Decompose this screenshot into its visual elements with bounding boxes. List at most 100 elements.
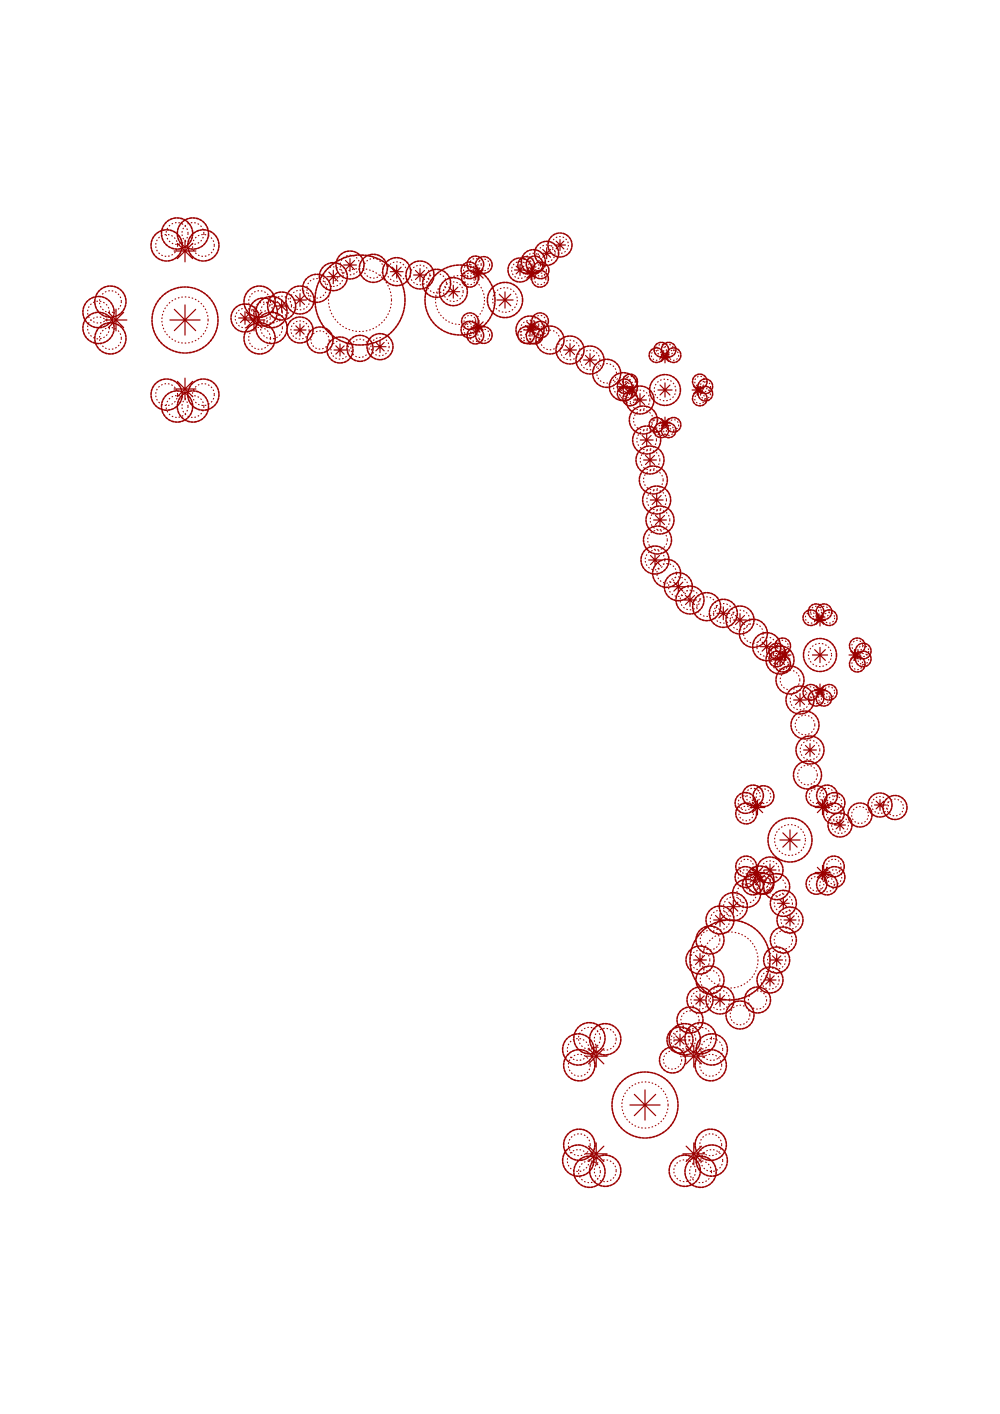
loop-ring-inner xyxy=(98,326,122,350)
loop-ring-inner xyxy=(773,893,793,913)
loop-ring xyxy=(685,945,715,975)
loop-ring-inner xyxy=(700,1037,724,1061)
loop-ring-inner xyxy=(155,383,179,407)
loop-ring-inner xyxy=(492,287,518,313)
star-burst xyxy=(472,319,486,333)
loop-ring xyxy=(741,784,765,807)
loop-ring-inner xyxy=(851,658,864,671)
loop-ring-inner xyxy=(165,395,189,418)
star-burst xyxy=(683,593,697,607)
loop-ring xyxy=(460,320,479,339)
loop-ring-inner xyxy=(689,1160,713,1184)
loop-ring-inner xyxy=(248,326,272,350)
star-burst xyxy=(659,352,671,364)
loop-ring-inner xyxy=(596,362,618,384)
star-burst xyxy=(496,291,514,309)
loop-ring-inner xyxy=(646,489,668,511)
star-burst xyxy=(389,264,404,279)
loop-ring xyxy=(756,966,784,994)
loop-ring xyxy=(335,250,365,280)
loop-ring-inner xyxy=(260,300,283,324)
star-burst xyxy=(627,384,639,396)
star-burst xyxy=(173,239,197,263)
loop-ring xyxy=(691,390,708,407)
loop-ring xyxy=(769,889,798,918)
loop-ring xyxy=(648,416,665,433)
loop-ring xyxy=(675,585,705,615)
loop-ring-inner xyxy=(533,272,547,286)
star-burst xyxy=(104,308,128,332)
star-burst xyxy=(584,1044,608,1068)
loop-ring-inner xyxy=(794,714,816,736)
loop-ring xyxy=(486,281,524,319)
star-burst xyxy=(563,343,577,357)
star-burst xyxy=(333,343,347,357)
loop-ring-inner xyxy=(667,419,680,431)
star-burst xyxy=(373,340,387,354)
loop-ring-inner xyxy=(807,642,833,668)
loop-ring-inner xyxy=(629,389,651,411)
loop-ring xyxy=(820,609,838,627)
loop-ring xyxy=(346,334,374,363)
loop-ring-inner xyxy=(826,869,843,885)
loop-ring xyxy=(795,735,825,765)
loop-ring xyxy=(366,332,394,361)
loop-ring xyxy=(666,1026,694,1054)
loop-ring-inner xyxy=(477,328,491,342)
loop-ring-inner xyxy=(774,824,806,856)
loop-ring xyxy=(635,445,665,475)
loop-ring-inner xyxy=(851,806,869,824)
loop-ring-inner xyxy=(655,424,667,437)
loop-ring xyxy=(708,598,739,629)
loop-ring xyxy=(867,792,893,818)
star-burst xyxy=(629,1089,661,1121)
loop-ring xyxy=(186,229,220,262)
loop-ring-inner xyxy=(579,349,601,371)
loop-ring-inner xyxy=(760,970,780,990)
loop-ring-inner xyxy=(290,320,310,340)
loop-ring xyxy=(230,303,260,333)
star-burst xyxy=(814,864,831,881)
loop-ring-inner xyxy=(653,378,677,402)
loop-ring-inner xyxy=(310,330,330,350)
loop-ring-inner xyxy=(87,316,110,340)
loop-ring xyxy=(767,817,813,863)
loop-ring-inner xyxy=(463,314,477,328)
loop-ring-inner xyxy=(593,1027,617,1051)
loop-ring xyxy=(768,642,786,660)
loop-ring xyxy=(151,286,219,354)
loop-ring-inner xyxy=(712,602,734,624)
loop-ring xyxy=(676,1006,704,1034)
star-burst xyxy=(811,646,829,664)
loop-ring-inner xyxy=(234,307,256,329)
loop-ring-inner xyxy=(524,252,543,271)
loop-ring xyxy=(631,425,662,455)
loop-ring xyxy=(622,373,639,390)
loop-ring-inner xyxy=(823,611,836,624)
loop-ring xyxy=(805,872,828,896)
star-burst xyxy=(733,613,747,627)
loop-ring xyxy=(827,812,853,838)
loop-ring xyxy=(438,276,469,307)
star-burst xyxy=(693,993,707,1007)
loop-ring xyxy=(611,1071,679,1139)
loop-ring-inner xyxy=(886,798,904,817)
loop-ring-inner xyxy=(755,875,772,892)
star-burst xyxy=(540,247,553,260)
loop-ring xyxy=(689,919,771,1001)
loop-ring-inner xyxy=(330,340,350,360)
star-burst xyxy=(649,493,664,507)
loop-ring-inner xyxy=(699,1133,723,1157)
loop-ring xyxy=(848,655,866,673)
loop-ring xyxy=(762,946,791,974)
loop-ring xyxy=(769,926,798,954)
loop-ring-inner xyxy=(742,622,764,644)
star-burst xyxy=(716,606,731,621)
loop-ring-inner xyxy=(327,267,393,333)
loop-ring-inner xyxy=(650,419,663,431)
star-burst xyxy=(848,649,861,661)
loop-ring-inner xyxy=(181,395,205,418)
star-burst xyxy=(726,899,741,914)
star-burst xyxy=(693,953,707,967)
